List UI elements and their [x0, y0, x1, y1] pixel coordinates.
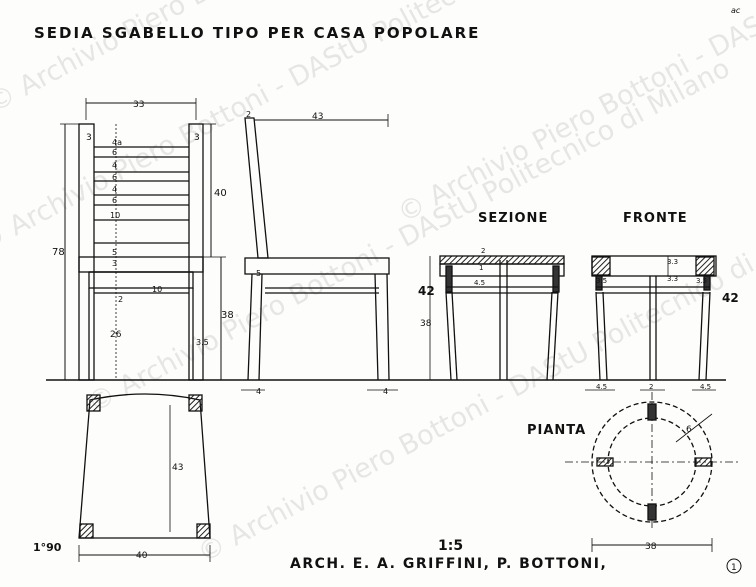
dim-section-cushion: 1	[479, 264, 483, 272]
sheet-badge-number: 1	[731, 563, 737, 573]
dim-plan-depth: 43	[172, 463, 183, 473]
dim-side-foot-left: 4	[256, 387, 261, 396]
dim-fronte-foot-c: 4.5	[700, 383, 711, 391]
dim-side-foot-right: 4	[383, 387, 388, 396]
dim-slat: 3	[112, 259, 117, 268]
section-label: SEZIONE	[478, 211, 549, 226]
dim-side-top: 2	[246, 110, 251, 119]
front-label: FRONTE	[623, 211, 688, 226]
corner-mark: ac	[731, 6, 741, 15]
scale-label: 1:5	[438, 538, 464, 554]
seat-plan	[78, 393, 211, 562]
dim-fronte-b: 3.3	[667, 275, 678, 283]
dim-side-right: 3	[194, 133, 200, 143]
credits-text: ARCH. E. A. GRIFFINI, P. BOTTONI,	[290, 556, 608, 572]
dim-slat: 6	[112, 148, 117, 157]
seat-plan-labels: 43 40	[136, 463, 183, 561]
dim-back-height: 40	[214, 188, 227, 199]
dim-fronte-foot-a: 4.5	[596, 383, 607, 391]
dim-slat: 6	[112, 196, 117, 205]
dim-slat: 4	[112, 185, 117, 194]
dim-rail: 2	[118, 295, 123, 304]
side-elevation	[241, 114, 398, 391]
dim-section-height-seat: 38	[420, 319, 432, 329]
dim-side-seat-edge: 5	[256, 269, 261, 278]
side-dimension-labels: 43 2 5 4 4	[246, 110, 388, 396]
dim-slat: 5	[112, 248, 117, 257]
dim-fronte-c: 3.5	[596, 277, 607, 285]
dim-slat: 4a	[112, 138, 122, 147]
fronte-dimension-labels: 42 3.3 3.3 3.5 3.5 4.5 2 4.5	[596, 258, 739, 391]
stool-section	[429, 255, 565, 381]
dim-fronte-d: 3.5	[696, 277, 707, 285]
dim-total-height: 78	[52, 247, 65, 258]
drawing-title: SEDIA SGABELLO TIPO PER CASA POPOLARE	[34, 24, 481, 42]
stool-front	[585, 255, 717, 391]
sheet-badge	[726, 558, 742, 574]
dim-foot: 3.5	[196, 338, 209, 347]
plan-label: PIANTA	[527, 423, 587, 438]
dim-leg: 26	[110, 330, 122, 340]
dim-section-height-total: 42	[418, 284, 435, 298]
dim-side-left: 3	[86, 133, 92, 143]
front-dimension-labels: 33 3 3 78 40 38 26 2 10 3.5 4a 6 4 6 4 6…	[52, 100, 234, 347]
dim-slat: 4	[112, 161, 117, 170]
dim-side-depth: 43	[312, 112, 323, 122]
dim-fronte-height: 42	[722, 291, 739, 305]
dim-fronte-a: 3.3	[667, 258, 678, 266]
section-dimension-labels: 42 38 2 1 4.5	[418, 247, 485, 329]
round-plan-labels: 6 38	[645, 425, 692, 552]
dim-section-top: 2	[481, 247, 485, 255]
front-elevation	[60, 98, 226, 381]
dim-slat: 6	[112, 173, 117, 182]
sheet-number: 1°90	[33, 541, 62, 554]
dim-slat: 10	[110, 211, 120, 220]
round-plan	[565, 392, 740, 552]
dim-front-width: 33	[133, 100, 144, 110]
dim-cross: 10	[152, 285, 162, 294]
dim-section-inner: 4.5	[474, 279, 485, 287]
dim-plan-width: 40	[136, 551, 148, 561]
dim-round-ring: 6	[686, 425, 692, 435]
dim-fronte-foot-b: 2	[649, 383, 653, 391]
dim-seat-height: 38	[221, 310, 234, 321]
dim-round-diameter: 38	[645, 542, 657, 552]
